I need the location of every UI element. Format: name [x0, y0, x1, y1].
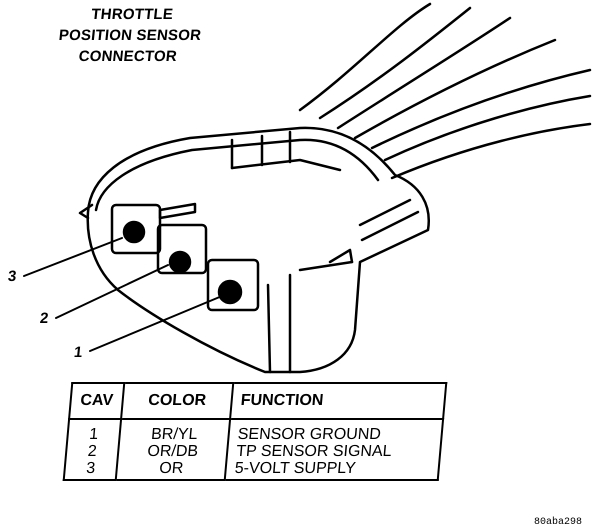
callout-3: 3	[7, 268, 18, 285]
diagram-title: THROTTLE POSITION SENSOR CONNECTOR	[17, 4, 244, 67]
table-row: 1 2 3 BR/YL OR/DB OR SENSOR GROUND TP SE…	[63, 419, 444, 480]
wire-color: OR	[158, 460, 185, 477]
wire-bundle	[298, 2, 592, 180]
pin-function: SENSOR GROUND	[236, 426, 382, 443]
pin-function: 5-VOLT SUPPLY	[234, 460, 357, 477]
callout-2: 2	[39, 310, 50, 327]
cavity-2	[156, 223, 208, 275]
header-color: COLOR	[121, 383, 234, 419]
cavity-1	[206, 258, 260, 312]
pinout-table: CAV COLOR FUNCTION 1 2 3 BR/YL OR/DB OR …	[63, 382, 448, 481]
callout-1: 1	[73, 344, 84, 361]
pin-function: TP SENSOR SIGNAL	[235, 443, 393, 460]
title-line-2: POSITION SENSOR	[57, 27, 202, 44]
connector-body	[78, 126, 430, 374]
cavity-3	[110, 203, 162, 255]
function-column: SENSOR GROUND TP SENSOR SIGNAL 5-VOLT SU…	[224, 419, 444, 480]
wire-color: BR/YL	[150, 426, 199, 443]
header-function: FUNCTION	[230, 383, 447, 419]
table-header-row: CAV COLOR FUNCTION	[69, 383, 447, 419]
color-column: BR/YL OR/DB OR	[115, 419, 231, 480]
title-line-1: THROTTLE	[90, 6, 174, 23]
cav-value: 1	[88, 426, 99, 443]
header-cav: CAV	[69, 383, 125, 419]
title-line-3: CONNECTOR	[77, 48, 178, 65]
figure-id: 80aba298	[533, 517, 582, 528]
leader-lines	[23, 237, 223, 352]
cav-value: 2	[87, 443, 98, 460]
cav-value: 3	[85, 460, 96, 477]
wire-color: OR/DB	[146, 443, 199, 460]
cav-column: 1 2 3	[63, 419, 122, 480]
